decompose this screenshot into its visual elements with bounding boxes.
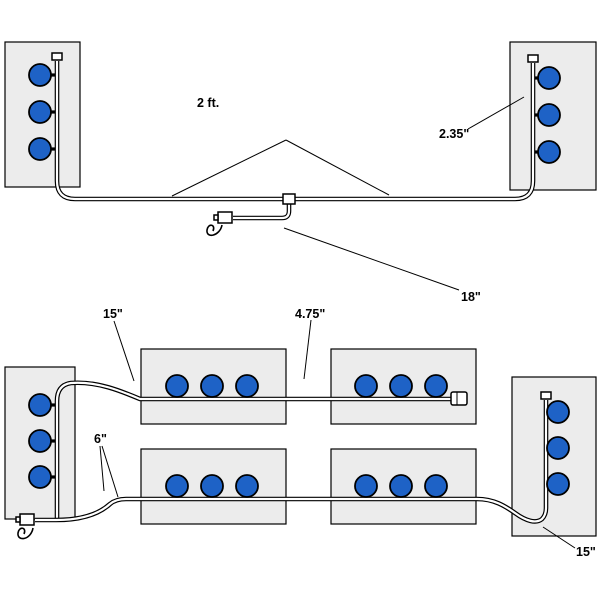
port (424, 374, 448, 398)
tube-end-cap (527, 54, 539, 63)
leader-line (542, 526, 576, 549)
port (546, 436, 570, 460)
port (389, 474, 413, 498)
label-gap: 4.75" (295, 307, 325, 321)
port (235, 474, 259, 498)
port (28, 429, 52, 453)
leader-line (283, 227, 460, 291)
bottom-assembly: 15" 4.75" 6" 15" (4, 307, 597, 559)
port (354, 474, 378, 498)
leader-line (99, 445, 105, 492)
line-end-fitting (450, 391, 468, 406)
port (165, 474, 189, 498)
plug-prong-icon (15, 516, 21, 523)
label-port-spacing: 2.35" (439, 127, 469, 141)
cord-loop-icon (206, 224, 223, 237)
tee-fitting (282, 193, 296, 205)
port (424, 474, 448, 498)
plug-prong-icon (213, 214, 219, 221)
drop-tube (233, 201, 289, 218)
port (28, 63, 52, 87)
port (200, 474, 224, 498)
leader-line (171, 139, 287, 197)
port (28, 100, 52, 124)
port (537, 66, 561, 90)
top-assembly: 2 ft. 2.35" 18" (4, 41, 597, 304)
label-left-riser: 15" (103, 307, 123, 321)
cord-loop-icon (17, 527, 34, 540)
label-tube-length: 2 ft. (197, 96, 219, 110)
leader-line (101, 445, 119, 498)
port (235, 374, 259, 398)
label-drop-length: 18" (461, 290, 481, 304)
leader-line (113, 320, 135, 382)
leader-line (303, 319, 312, 380)
port (200, 374, 224, 398)
drop-tube-bore (231, 199, 291, 220)
port (28, 137, 52, 161)
plug-icon (19, 513, 35, 526)
port (354, 374, 378, 398)
leader-line (285, 139, 390, 196)
port (165, 374, 189, 398)
port (546, 400, 570, 424)
plug-icon (217, 211, 233, 224)
port (537, 140, 561, 164)
tube-end-cap (51, 52, 63, 61)
label-branch: 6" (94, 432, 107, 446)
tube-end-cap (540, 391, 552, 400)
port (28, 465, 52, 489)
label-right-riser: 15" (576, 545, 596, 559)
port (546, 472, 570, 496)
port (537, 103, 561, 127)
port (28, 393, 52, 417)
port (389, 374, 413, 398)
leader-line (467, 96, 525, 130)
